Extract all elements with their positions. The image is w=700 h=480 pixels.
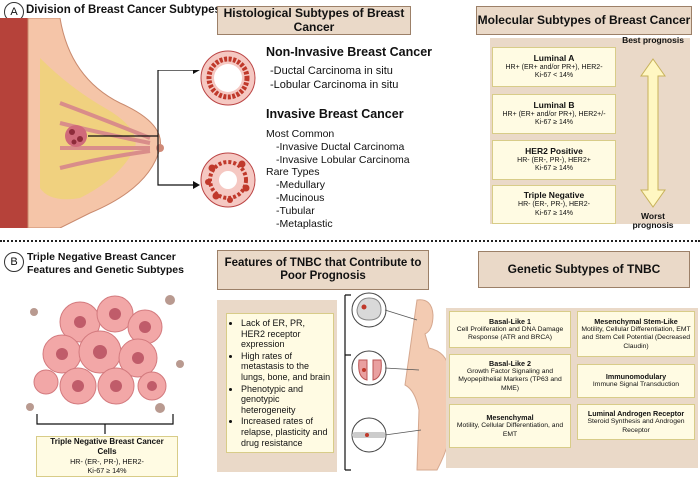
subtype-ki67: Ki-67 ≥ 14% [534,165,574,173]
invasive-title: Invasive Breast Cancer [266,107,404,121]
molecular-header: Molecular Subtypes of Breast Cancer [476,6,692,35]
features-box: Lack of ER, PR, HER2 receptor expression… [226,313,334,453]
subtype-receptors: HR+ (ER+ and/or PR+), HER2+/- [502,110,606,118]
subtype-receptors: HR- (ER-, PR-), HER2- [518,201,590,209]
tumor-shape [65,125,87,147]
most-common-item: -Invasive Ductal Carcinoma [276,140,405,153]
rare-type-item: -Medullary [276,179,326,192]
prognosis-arrow-icon [640,58,666,208]
genetic-subtype-name: Mesenchymal [486,413,534,423]
non-invasive-item: -Lobular Carcinoma in situ [270,78,399,91]
section-divider [0,240,700,242]
subtype-receptors: HR+ (ER+ and/or PR+), HER2- [505,63,603,71]
subtype-name: Triple Negative [523,190,585,201]
molecular-subtype-luminal-a: Luminal A HR+ (ER+ and/or PR+), HER2- Ki… [492,47,616,87]
cells-box-ki67: Ki-67 ≥ 14% [87,466,127,475]
genetic-subtype-desc: Growth Factor Signaling and Myopepitheli… [458,367,562,392]
subtype-name: Luminal A [533,52,575,63]
section-b-title: Triple Negative Breast Cancer Features a… [27,251,184,276]
genetic-header: Genetic Subtypes of TNBC [478,251,690,288]
invasive-list: Most Common -Invasive Ductal Carcinoma -… [266,128,410,230]
section-b-title-line: Features and Genetic Subtypes [27,263,184,276]
subtype-name: Luminal B [533,99,575,110]
genetic-subtype-desc: Cell Proliferation and DNA Damage Respon… [456,325,564,341]
body-metastasis-illustration [344,292,450,471]
genetic-subtype-basal-like-2: Basal-Like 2 Growth Factor Signaling and… [449,354,571,398]
genetic-subtype-name: Basal-Like 2 [489,358,531,368]
cells-bracket [36,414,174,434]
section-b-label: B [4,252,24,272]
genetic-subtype-desc: Motility, Cellular Differentiation, EMT … [581,325,691,350]
best-prognosis-label: Best prognosis [622,35,684,45]
non-invasive-title: Non-Invasive Breast Cancer [266,45,433,59]
subtype-ki67: Ki-67 ≥ 14% [534,119,574,127]
genetic-subtype-basal-like-1: Basal-Like 1 Cell Proliferation and DNA … [449,311,571,348]
rare-type-item: -Tubular [276,204,315,217]
rare-type-item: -Mucinous [276,191,325,204]
lobules-shape [59,101,151,170]
cells-box-title: Cells [97,447,117,456]
genetic-subtype-name: Luminal Androgen Receptor [587,409,685,419]
feature-item: Lack of ER, PR, HER2 receptor expression [241,318,331,350]
tnbc-cells-box: Triple Negative Breast Cancer Cells HR- … [36,436,178,477]
subtype-receptors: HR- (ER-, PR-), HER2+ [517,156,591,164]
histological-header: Histological Subtypes of Breast Cancer [217,6,411,35]
genetic-subtype-name: Mesenchymal Stem-Like [594,316,678,326]
section-a-title: Division of Breast Cancer Subtypes [26,4,221,16]
rare-types-label: Rare Types [266,166,320,179]
features-list: Lack of ER, PR, HER2 receptor expression… [229,318,331,448]
feature-item: Increased rates of relapse, plasticity a… [241,416,331,448]
cells-box-title: Triple Negative Breast Cancer [50,437,164,446]
connector-lines-a [88,70,200,189]
genetic-subtype-desc: Immune Signal Transduction [592,381,680,389]
section-b-title-line: Triple Negative Breast Cancer [27,251,176,263]
body-silhouette-shape [404,299,450,471]
worst-prognosis-label: Worst prognosis [632,211,674,231]
molecular-subtype-luminal-b: Luminal B HR+ (ER+ and/or PR+), HER2+/- … [492,94,616,134]
molecular-subtype-triple-negative: Triple Negative HR- (ER-, PR-), HER2- Ki… [492,185,616,224]
non-invasive-item: -Ductal Carcinoma in situ [270,65,393,77]
genetic-subtype-immunomodulary: Immunomodulary Immune Signal Transductio… [577,364,695,398]
non-invasive-list: -Ductal Carcinoma in situ -Lobular Carci… [270,65,398,93]
genetic-subtype-mesenchymal: Mesenchymal Motility, Cellular Different… [449,404,571,448]
breast-illustration [0,18,164,228]
non-invasive-duct-icon [200,50,256,106]
most-common-item: -Invasive Lobular Carcinoma [276,153,410,166]
rare-type-item: -Metaplastic [276,217,333,230]
feature-item: Phenotypic and genotypic heterogeneity [241,384,331,416]
genetic-subtype-desc: Steroid Synthesis and Androgen Receptor [587,418,685,434]
genetic-subtype-name: Immunomodulary [605,372,667,382]
tnbc-cells-illustration [26,295,184,413]
feature-item: High rates of metastasis to the lungs, b… [241,351,331,383]
chest-muscle-shape [0,18,28,228]
cells-box-receptors: HR- (ER-, PR-), HER2- [70,457,144,466]
features-header-line: Features of TNBC that Contribute to [224,256,422,269]
molecular-subtype-her2: HER2 Positive HR- (ER-, PR-), HER2+ Ki-6… [492,140,616,180]
genetic-subtype-name: Basal-Like 1 [489,316,531,326]
genetic-subtype-luminal-androgen-receptor: Luminal Androgen Receptor Steroid Synthe… [577,404,695,440]
subtype-ki67: Ki-67 < 14% [534,72,574,80]
subtype-ki67: Ki-67 ≥ 14% [534,209,574,217]
most-common-label: Most Common [266,128,335,140]
genetic-subtype-desc: Motility, Cellular Differentiation, and … [456,422,564,438]
features-header-line: Poor Prognosis [280,270,366,282]
subtype-name: HER2 Positive [525,145,583,156]
genetic-subtype-mesenchymal-stem-like: Mesenchymal Stem-Like Motility, Cellular… [577,311,695,357]
features-header: Features of TNBC that Contribute to Poor… [217,250,429,290]
invasive-duct-icon [200,152,256,208]
